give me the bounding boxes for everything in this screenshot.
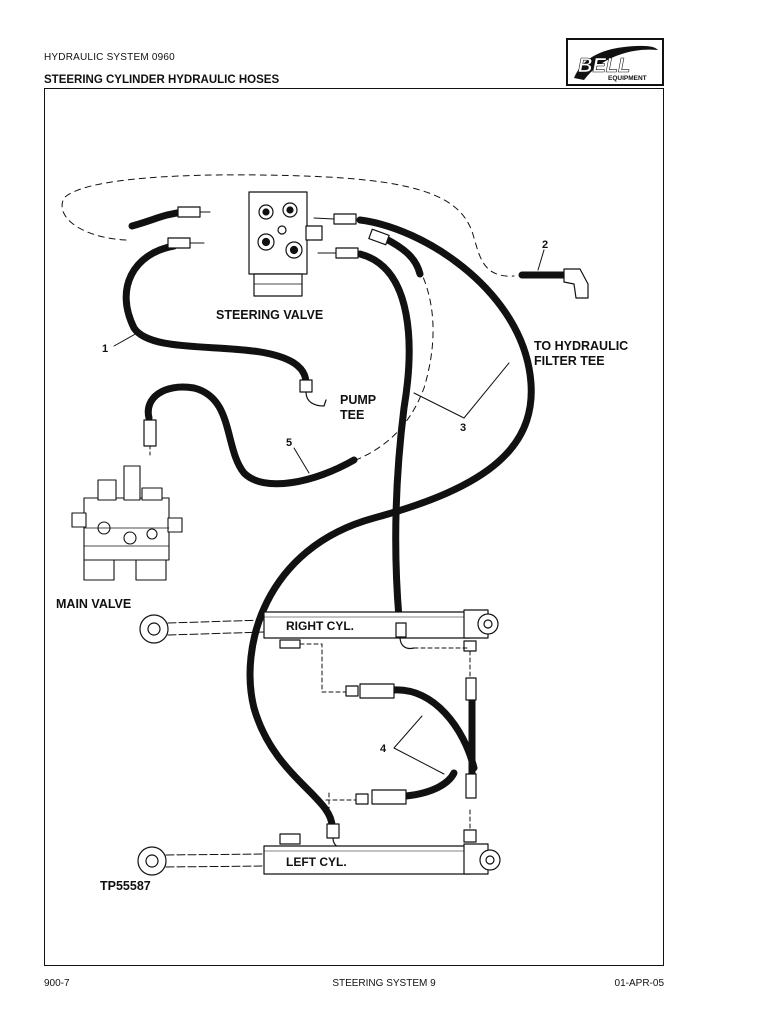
steering-valve: [248, 191, 359, 297]
fitting-4e: [465, 677, 477, 701]
right-cylinder: [139, 609, 499, 652]
hose-4-lower: [402, 769, 458, 800]
fitting-tl-2: [167, 237, 191, 249]
hose-5: [144, 383, 358, 488]
fitting-left-hose: [326, 823, 340, 839]
label-to-hydraulic: TO HYDRAULIC: [534, 339, 628, 353]
bell-equipment-logo: BELL EQUIPMENT: [566, 38, 664, 86]
dashed-loop-top: [61, 174, 515, 277]
callout-1: 1: [102, 343, 108, 355]
footer-page-number: 900-7: [44, 978, 70, 989]
footer-date: 01-APR-05: [614, 978, 664, 989]
fitting-4d: [371, 789, 407, 805]
page-title: STEERING CYLINDER HYDRAULIC HOSES: [44, 74, 280, 86]
label-main-valve: MAIN VALVE: [56, 597, 131, 611]
fitting-4f: [465, 773, 477, 799]
hose-3-inner: [356, 250, 413, 622]
header-system: HYDRAULIC SYSTEM 0960: [44, 52, 175, 63]
footer-section: STEERING SYSTEM 9: [332, 978, 436, 989]
fitting-4b: [359, 683, 395, 699]
fitting-pump-tee: [299, 379, 327, 407]
logo-brand: BELL: [578, 55, 630, 77]
label-steering-valve: STEERING VALVE: [216, 308, 323, 322]
dashed-pipes: [299, 643, 471, 834]
fitting-tl-1: [177, 206, 201, 218]
hose-1: [122, 242, 310, 388]
main-valve: [71, 465, 183, 581]
diagram-frame: [44, 88, 664, 966]
leader-5: [293, 447, 310, 474]
hose-4-upper: [390, 686, 478, 772]
label-tee: TEE: [340, 408, 364, 422]
left-cylinder: [137, 829, 501, 876]
hose-3-outer: [246, 216, 535, 832]
logo-sub: EQUIPMENT: [608, 75, 647, 82]
label-left-cyl: LEFT CYL.: [286, 855, 347, 869]
callout-4: 4: [380, 743, 387, 755]
label-filter-tee: FILTER TEE: [534, 354, 605, 368]
fitting-4c: [355, 793, 369, 805]
hose-top-left: [128, 208, 188, 230]
fitting-filter-tee: [563, 268, 589, 299]
leader-1: [113, 331, 140, 347]
dashed-line-center: [355, 267, 434, 461]
callout-5: 5: [286, 437, 292, 449]
label-drawing-ref: TP55587: [100, 879, 151, 893]
hose-short-valve: [380, 234, 424, 278]
label-pump: PUMP: [340, 393, 376, 407]
fitting-4a: [345, 685, 359, 697]
leader-2: [537, 249, 545, 271]
leader-3: [413, 362, 510, 419]
label-right-cyl: RIGHT CYL.: [286, 619, 354, 633]
fitting-hose5-lower: [143, 419, 157, 447]
callout-3: 3: [460, 422, 466, 434]
leader-4: [393, 715, 445, 775]
callout-2: 2: [542, 239, 548, 251]
fitting-center: [368, 228, 390, 246]
hose-diagram: STEERING VALVE TO HYDRAULIC FILTER TEE P…: [56, 174, 628, 893]
